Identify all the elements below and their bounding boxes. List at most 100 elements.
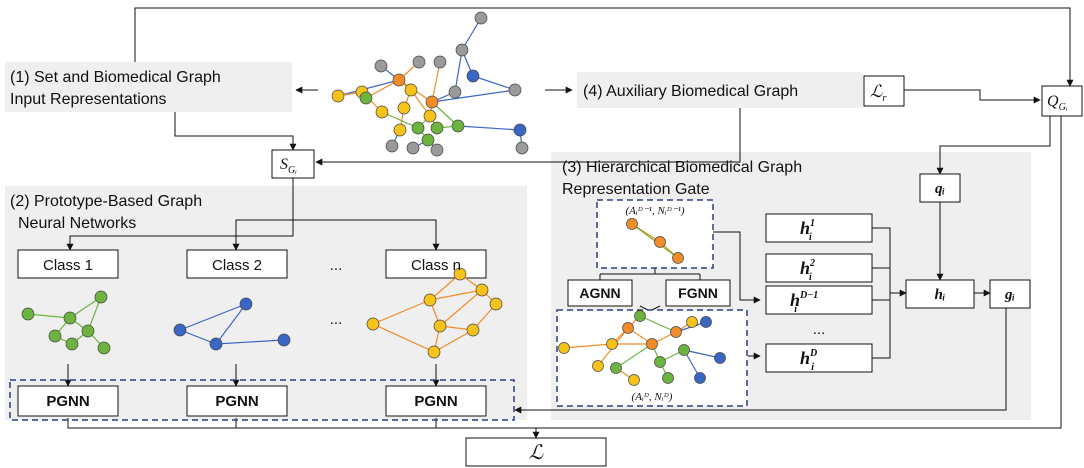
main-graph-node (331, 89, 345, 103)
main-graph-edge (337, 79, 400, 97)
classn-box (385, 249, 487, 279)
main-graph-node (393, 123, 407, 137)
section3-title-line2: Representation Gate (562, 181, 710, 198)
main-graph-node (474, 11, 488, 25)
class1-graph-edge (27, 313, 71, 319)
bottom-level-graph-node (686, 316, 698, 328)
main-graph-edge (381, 111, 419, 129)
main-graph-node (515, 141, 529, 155)
section4-title: (4) Auxiliary Biomedical Graph (583, 83, 798, 100)
classn-graph-edge (433, 329, 474, 353)
loss-box (465, 437, 607, 467)
main-graph-node (430, 143, 444, 157)
section4-panel (577, 72, 863, 108)
main-graph-edge (472, 75, 516, 91)
class1-graph (21, 290, 111, 355)
class2-label: Class 2 (212, 257, 262, 274)
bottom-level-graph-edge (639, 315, 677, 333)
arrow-top-graph-to-agnn (599, 268, 701, 280)
main-graph-node (451, 119, 465, 133)
top-level-graph-node (672, 252, 684, 264)
agnn-label: AGNN (579, 285, 620, 301)
class1-label: Class 1 (43, 257, 93, 274)
Q-box (1041, 85, 1083, 117)
bottom-level-graph-node (558, 342, 570, 354)
section1-title-line1: (1) Set and Biomedical Graph (10, 69, 221, 86)
ellipsis-graphs: ... (330, 311, 343, 328)
main-graph-node (404, 83, 418, 97)
class2-graph-node (209, 337, 223, 351)
classn-graph-edge (439, 289, 483, 327)
arrow-top-graph-to-hD1 (713, 231, 761, 304)
pgnnn-box (385, 385, 487, 417)
bottom-level-graph-node (694, 372, 706, 384)
Lr-label: ℒr (870, 82, 887, 104)
class2-graph-edge (215, 339, 285, 345)
arrow-S-to-class2 (232, 219, 293, 251)
S-label: SGᵢ (280, 156, 297, 176)
main-graph-node (385, 139, 399, 153)
arrow-s1-to-S (174, 112, 297, 151)
bottom-level-graph-node (606, 338, 618, 350)
bottom-graph-label: (Aᵢᴰ, Nᵢᴰ) (632, 391, 673, 403)
classn-graph-node (423, 293, 437, 307)
bottom-level-graph-node (714, 352, 726, 364)
main-graph-node (430, 121, 444, 135)
main-graph-node (425, 95, 439, 109)
h1-box (765, 213, 873, 243)
main-graph-node (392, 73, 406, 87)
top-level-graph-dashed (596, 199, 714, 269)
main-graph-edge (431, 89, 516, 103)
bottom-level-graph-edge (683, 349, 721, 359)
main-graph-node (411, 121, 425, 135)
classn-graph (366, 267, 503, 359)
section1-panel (5, 62, 292, 112)
arrow-S-to-classn (293, 219, 440, 251)
g-box (989, 279, 1031, 309)
bottom-level-graph-node (646, 338, 658, 350)
main-graph-edge (431, 61, 441, 103)
h-box (905, 279, 975, 309)
arrow-Q-to-q (936, 116, 1051, 175)
ellipsis-classes: ... (330, 257, 343, 274)
agnn-box (567, 279, 633, 307)
arrow-Lr-to-Q (904, 89, 1041, 104)
boxes (9, 75, 1083, 467)
main-graph-edge (457, 125, 521, 131)
bottom-level-graph-node (610, 362, 622, 374)
class1-box (17, 249, 119, 279)
main-graph-edge (454, 49, 463, 93)
S-box (271, 149, 315, 179)
main-graph-node (508, 83, 522, 97)
classn-label: Class n (411, 257, 461, 274)
pgnn2-box (186, 385, 288, 417)
bottom-level-graph-edge (615, 343, 653, 369)
Q-label: QGᵢ (1047, 93, 1068, 113)
arrow-top-to-Q (134, 7, 1074, 87)
pgnn1-label: PGNN (46, 393, 89, 410)
main-graph-node (397, 101, 411, 115)
main-graph-node (455, 43, 469, 57)
classn-graph-node (427, 345, 441, 359)
bottom-level-graph-node (628, 374, 640, 386)
line-Q-to-loss (436, 116, 1062, 429)
classn-graph-edge (429, 273, 461, 301)
class1-graph-node (65, 337, 79, 351)
main-graph-node (513, 123, 527, 137)
class1-graph-node (94, 290, 108, 304)
main-graph-node (466, 69, 480, 83)
bottom-level-graph-node (634, 310, 646, 322)
section3-title-line1: (3) Hierarchical Biomedical Graph (562, 159, 802, 176)
classn-graph-node (489, 297, 503, 311)
q-label: qᵢ (935, 181, 945, 197)
main-graph-node (374, 59, 388, 73)
section2-title-line1: (2) Prototype-Based Graph (10, 193, 202, 210)
pgnn-dashed-group (9, 379, 515, 421)
loss-label: ℒ (529, 442, 544, 464)
class1-graph-node (97, 341, 111, 355)
ellipsis-levels: ... (813, 321, 826, 338)
